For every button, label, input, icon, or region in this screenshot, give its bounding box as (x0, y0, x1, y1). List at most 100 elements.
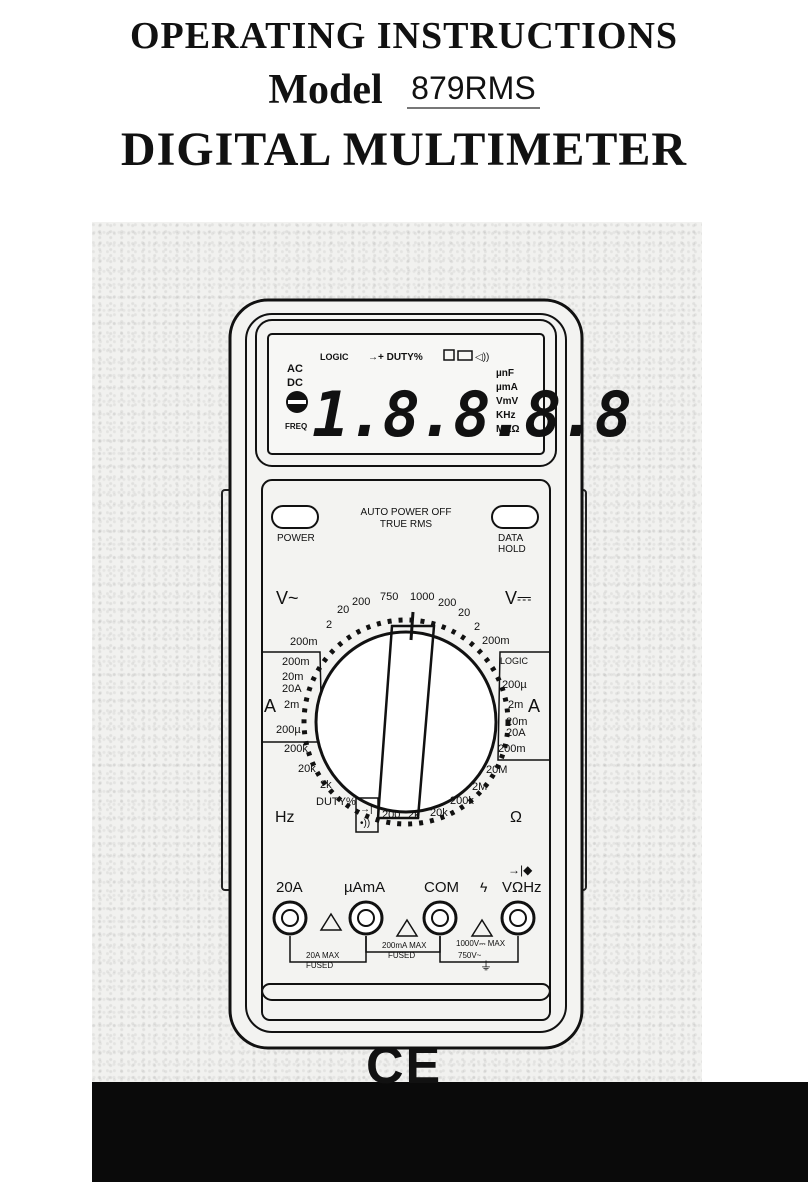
dial-amp-right: A (528, 696, 540, 716)
warning-icon (470, 918, 494, 937)
lcd-freq: FREQ (285, 422, 307, 431)
range-label: DUTY% (316, 796, 356, 808)
jack-labels: 20A µAmA COM VΩHz (276, 879, 542, 896)
range-label: 1000 (410, 591, 434, 603)
range-label: 200µ (502, 679, 527, 691)
range-label: 200m (290, 636, 318, 648)
range-label: 200µ (276, 724, 301, 736)
dial-indicator-line (409, 611, 415, 641)
range-label: 2M (472, 781, 487, 793)
range-label: 2k (320, 779, 332, 791)
lcd-unit-4: KHz (496, 410, 515, 421)
range-label: LOGIC (500, 656, 529, 666)
range-label: 200 (382, 809, 400, 821)
range-label: 20 (458, 607, 470, 619)
lcd-units: µnF µmA VmV KHz MKΩ (496, 368, 520, 435)
diode-icon: →| (360, 804, 373, 815)
title-digital-multimeter: DIGITAL MULTIMETER (120, 123, 688, 176)
dial-labels-right: 200m LOGIC 200µ 2m 20m 20A 200m 20M 2M 2… (450, 635, 529, 807)
range-label: 200m (498, 743, 526, 755)
range-label: 20 (337, 604, 349, 616)
ce-mark: CE (366, 1037, 443, 1095)
jack-label-20a: 20A (276, 879, 303, 896)
range-label: 200 (438, 597, 456, 609)
input-jacks (272, 900, 536, 936)
lcd-buzzer-icon: ◁)) (475, 352, 489, 363)
max-label-1: 1000V⎓ MAX (456, 939, 506, 948)
range-label: 200m (482, 635, 510, 647)
dial-labels-bottom: 200 2k 20k (382, 807, 448, 821)
dial-ohm: Ω (510, 809, 522, 826)
data-label: DATA (498, 533, 524, 544)
range-label: 20m (506, 716, 527, 728)
display-bezel (255, 319, 557, 467)
lcd-digits: 1.8.8.8.8 (312, 378, 632, 451)
range-label: 750 (380, 591, 398, 603)
title-operating-instructions: OPERATING INSTRUCTIONS (129, 15, 679, 57)
dial-pointer-bar (376, 624, 436, 820)
range-label: 2 (474, 621, 480, 633)
range-label: 20k (298, 763, 316, 775)
rotary-selector (301, 611, 511, 827)
range-label: 2k (408, 809, 420, 821)
range-label: 20M (486, 764, 507, 776)
lcd-unit-1: µnF (496, 368, 514, 379)
warning-icon (319, 912, 343, 931)
lcd-digits-text: 1.8.8.8.8 (312, 378, 630, 451)
fuse-label-1a: 20A MAX (306, 951, 340, 960)
diode-continuity-box (355, 797, 379, 833)
lcd-logic: LOGIC (320, 352, 349, 362)
diode-logic-icon: →|◆ (508, 863, 533, 877)
range-label: 200k (450, 795, 474, 807)
hold-label: HOLD (498, 544, 526, 555)
fuse-lines (289, 936, 519, 963)
dial-tick-ring (301, 617, 511, 827)
lcd-unit-5: MKΩ (496, 424, 520, 435)
range-label: 200 (352, 596, 370, 608)
rotary-dial[interactable] (314, 630, 498, 814)
lcd-unit-3: VmV (496, 396, 519, 407)
fuse-label-2b: FUSED (388, 951, 415, 960)
fuse-label-1b: FUSED (306, 961, 333, 970)
ground-icon: ⏚ (480, 959, 492, 973)
model-label: Model (268, 67, 383, 113)
data-hold-button[interactable] (491, 505, 539, 529)
title-model: Model 879RMS (0, 66, 808, 114)
model-number: 879RMS (407, 70, 540, 109)
lcd-top-icons: →+ DUTY% (368, 352, 423, 363)
power-label: POWER (277, 533, 315, 544)
range-label: 2m (508, 699, 523, 711)
range-label: 20m (282, 671, 303, 683)
range-label: 20A (282, 683, 302, 695)
bottom-panel (261, 983, 551, 1021)
fuse-labels: 20A MAX FUSED 200mA MAX FUSED 1000V⎓ MAX… (306, 939, 506, 970)
dial-hz: Hz (275, 809, 295, 826)
range-label: 200m (282, 656, 310, 668)
bottom-black-bar (92, 1082, 808, 1182)
fuse-label-2a: 200mA MAX (382, 941, 427, 950)
dial-v-dc: V⎓ (505, 588, 531, 608)
meter-body-inner (245, 313, 567, 1033)
jack-label-com: COM (424, 879, 459, 896)
dial-labels-top: 2 20 200 750 1000 200 20 2 (326, 591, 480, 633)
lcd-screen (267, 333, 545, 455)
lcd-unit-2: µmA (496, 382, 518, 393)
power-button[interactable] (271, 505, 319, 529)
lcd-hold-icon (457, 350, 473, 361)
warning-icons (319, 912, 494, 937)
auto-power-off-label: AUTO POWER OFF (361, 507, 452, 518)
lcd-battery-icon (443, 349, 455, 361)
dial-v-ac: V~ (276, 588, 299, 608)
true-rms-label: TRUE RMS (380, 519, 433, 530)
lcd-ac: AC (287, 363, 303, 375)
range-label: 200k (284, 743, 308, 755)
jack-label-uama: µAmA (344, 879, 385, 896)
jack-label-vohz: VΩHz (502, 879, 542, 896)
max-label-2: 750V~ (458, 951, 482, 960)
control-panel (261, 479, 551, 1001)
range-label: 20A (506, 727, 526, 739)
range-label: 2m (284, 699, 299, 711)
lightning-icon: ϟ (480, 879, 488, 895)
continuity-icon: •)) (360, 818, 370, 829)
